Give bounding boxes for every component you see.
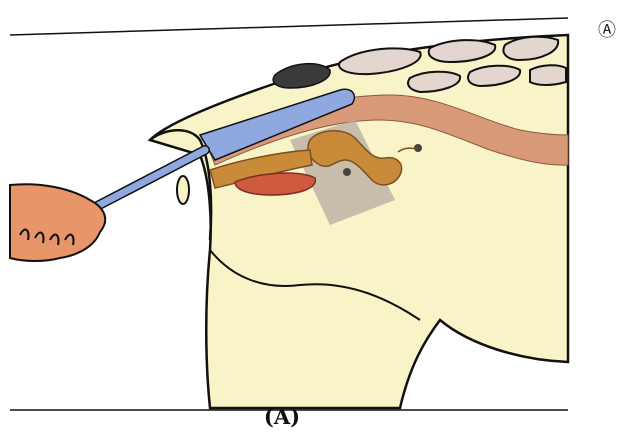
operator-hand [10,184,105,261]
figure-caption: (A) [252,404,312,429]
animal-body [150,35,568,408]
top-border-line [10,18,568,35]
circled-letter-a-icon: Ⓐ [594,18,620,44]
anus-ring [177,176,189,204]
vertebra-7 [530,65,566,85]
ovary-left [343,168,351,176]
